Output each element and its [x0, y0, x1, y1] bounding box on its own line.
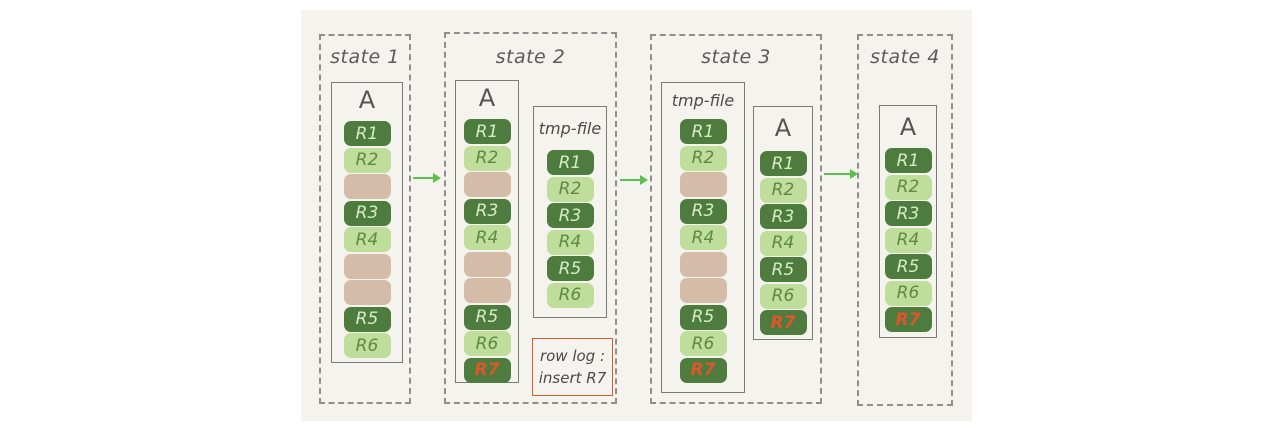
row-log-box: row log : insert R7 [532, 338, 613, 396]
row-log-line-2: insert R7 [538, 369, 607, 387]
row-r6: R6 [463, 331, 511, 356]
row-r5: R5 [759, 257, 807, 282]
row-r5: R5 [679, 304, 727, 330]
row-r4: R4 [343, 227, 391, 252]
row-r4: R4 [463, 225, 511, 250]
row-r2: R2 [546, 176, 594, 202]
row-r5: R5 [884, 254, 932, 279]
row-empty-slot [343, 253, 391, 279]
state-3-title: state 3 [701, 46, 771, 68]
row-r2: R2 [884, 174, 932, 200]
row-r5: R5 [546, 256, 594, 281]
row-empty-slot [463, 278, 511, 303]
row-r3: R3 [884, 201, 932, 226]
table-name: tmp-file [538, 119, 602, 138]
row-r4: R4 [679, 225, 727, 250]
row-r1: R1 [463, 119, 511, 144]
row-r6: R6 [679, 331, 727, 356]
row-r3: R3 [463, 198, 511, 224]
row-r2: R2 [679, 145, 727, 171]
row-r1: R1 [679, 119, 727, 144]
row-empty-slot [679, 251, 727, 277]
row-r1: R1 [759, 151, 807, 176]
row-r4: R4 [546, 229, 594, 255]
state-1-title: state 1 [330, 46, 400, 68]
row-r3: R3 [759, 204, 807, 229]
table-name: A [774, 114, 792, 142]
row-log-line-1: row log : [539, 347, 606, 365]
table-name: tmp-file [671, 91, 735, 110]
row-r6: R6 [759, 283, 807, 309]
row-empty-slot [679, 172, 727, 197]
row-empty-slot [343, 280, 391, 305]
row-empty-slot [463, 172, 511, 197]
row-r7: R7 [679, 357, 727, 383]
row-r6: R6 [884, 280, 932, 306]
state-4-title: state 4 [870, 46, 940, 68]
row-r3: R3 [343, 200, 391, 226]
row-r1: R1 [884, 148, 932, 173]
row-r2: R2 [343, 147, 391, 173]
table-name: A [358, 86, 376, 114]
row-r7: R7 [884, 307, 932, 332]
row-r4: R4 [884, 227, 932, 253]
row-r7: R7 [759, 310, 807, 335]
row-r5: R5 [463, 304, 511, 330]
row-empty-slot [463, 251, 511, 277]
row-r6: R6 [546, 282, 594, 308]
row-empty-slot [679, 278, 727, 303]
row-empty-slot [343, 174, 391, 199]
row-r1: R1 [546, 150, 594, 175]
row-r3: R3 [546, 203, 594, 228]
row-r2: R2 [463, 145, 511, 171]
row-r2: R2 [759, 177, 807, 203]
row-r6: R6 [343, 333, 391, 358]
arrow-state-2-to-3 [620, 175, 648, 185]
row-r3: R3 [679, 198, 727, 224]
state-2-title: state 2 [495, 46, 566, 68]
table-name: A [478, 84, 496, 112]
row-r1: R1 [343, 121, 391, 146]
row-r5: R5 [343, 306, 391, 332]
row-r4: R4 [759, 230, 807, 256]
row-r7: R7 [463, 357, 511, 383]
arrow-state-3-to-4 [824, 169, 858, 179]
table-name: A [899, 113, 917, 141]
arrow-state-1-to-2 [413, 173, 441, 183]
